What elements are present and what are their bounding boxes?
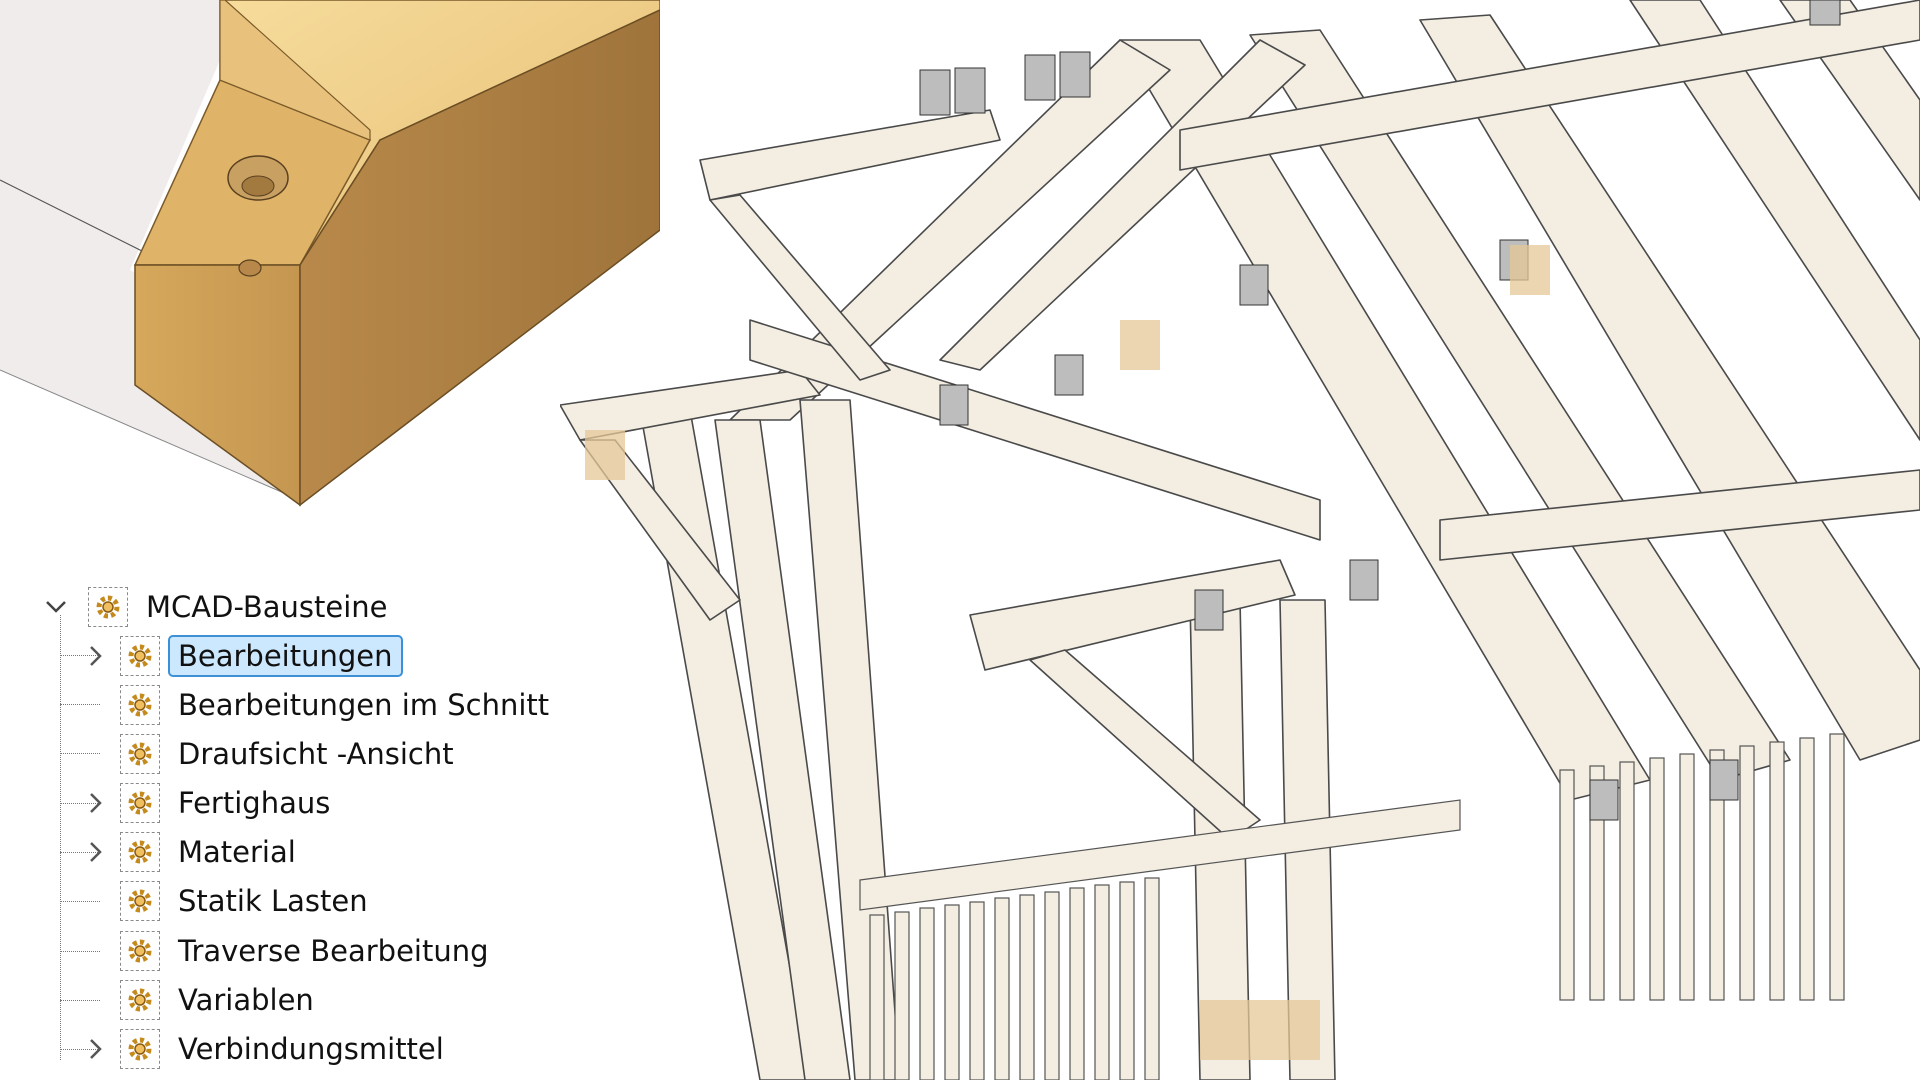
tree-item-draufsicht-ansicht[interactable]: Draufsicht -Ansicht (100, 730, 462, 778)
gear-icon (120, 980, 160, 1020)
tree-item-label: Verbindungsmittel (178, 1032, 444, 1066)
tie-beam (1179, 0, 1920, 171)
gear-icon (120, 636, 160, 676)
chevron-right-icon[interactable] (85, 1038, 107, 1060)
gear-icon (120, 685, 160, 725)
beam-front-face (134, 264, 301, 507)
brace (709, 194, 891, 381)
gear-icon (120, 931, 160, 971)
connector-plates (919, 0, 1841, 821)
tree-item-bearbeitungen-im-schnitt[interactable]: Bearbeitungen im Schnitt (100, 681, 557, 729)
tree-item-label: Bearbeitungen (168, 635, 403, 677)
post (714, 419, 851, 1080)
timber-frame-render (560, 0, 1920, 1080)
component-tree-panel: MCAD-Bausteine Bearbeitungen Bearbeitung… (40, 575, 630, 1080)
tree-item-verbindungsmittel[interactable]: Verbindungsmittel (90, 1025, 452, 1073)
gear-icon (120, 832, 160, 872)
tree-item-fertighaus[interactable]: Fertighaus (90, 779, 338, 827)
rafter (1419, 14, 1920, 761)
tie-beam (560, 369, 821, 441)
joint-blocks (585, 245, 1550, 1060)
post (799, 399, 901, 1080)
tree-item-variablen[interactable]: Variablen (100, 976, 322, 1024)
rafter (1629, 0, 1920, 441)
gear-icon (120, 734, 160, 774)
tree-item-label: Variablen (178, 983, 314, 1017)
tree-item-label: Fertighaus (178, 786, 331, 820)
tie-beam (969, 559, 1296, 671)
tree-item-material[interactable]: Material (90, 828, 304, 876)
gear-icon (88, 587, 128, 627)
tree-item-label: Material (178, 835, 296, 869)
beam-joint-render (0, 0, 660, 507)
gear-icon (120, 881, 160, 921)
rafter (939, 39, 1306, 371)
tree-item-traverse-bearbeitung[interactable]: Traverse Bearbeitung (100, 927, 497, 975)
tie-beam (1439, 469, 1920, 561)
chevron-right-icon[interactable] (85, 841, 107, 863)
tree-item-label: Traverse Bearbeitung (178, 934, 489, 968)
gear-icon (120, 1029, 160, 1069)
gear-icon (120, 783, 160, 823)
bolt-hole-small (238, 259, 262, 277)
brace (1029, 649, 1261, 841)
tie-beam (749, 319, 1321, 541)
chevron-right-icon[interactable] (85, 792, 107, 814)
tie-beam (699, 109, 1001, 201)
railing (859, 733, 1845, 1080)
tree-item-statik-lasten[interactable]: Statik Lasten (100, 877, 376, 925)
tree-root-mcad-bausteine[interactable]: MCAD-Bausteine (40, 583, 396, 631)
tree-item-label: MCAD-Bausteine (146, 590, 388, 624)
beam-side-face (299, 9, 660, 507)
tree-item-bearbeitungen[interactable]: Bearbeitungen (90, 632, 403, 680)
tree-item-label: Statik Lasten (178, 884, 368, 918)
tree-item-label: Draufsicht -Ansicht (178, 737, 454, 771)
tree-item-label: Bearbeitungen im Schnitt (178, 688, 550, 722)
chevron-right-icon[interactable] (85, 645, 107, 667)
chevron-down-icon[interactable] (45, 596, 67, 618)
